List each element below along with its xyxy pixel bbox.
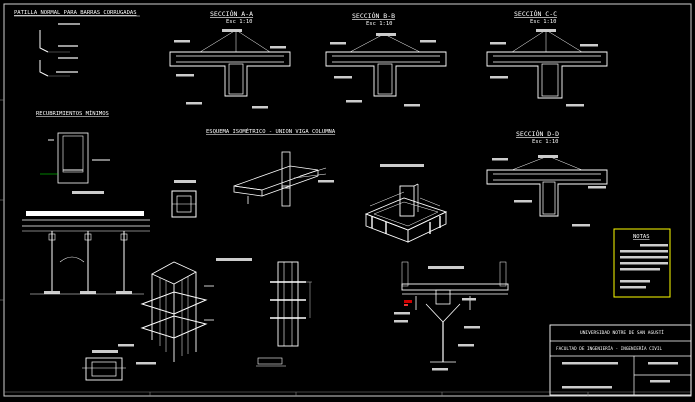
patilla-title: PATILLA NORMAL PARA BARRAS CORRUGADAS	[14, 10, 137, 16]
title-block-university: UNIVERSIDAD NOTRE DE SAN AGUSTÍ	[580, 328, 664, 336]
section-c-c-scale: Esc 1:10	[530, 19, 557, 25]
recubrimientos-title: RECUBRIMIENTOS MÍNIMOS	[36, 109, 109, 117]
section-a-a-title: SECCIÓN A-A	[210, 9, 253, 18]
title-block: UNIVERSIDAD NOTRE DE SAN AGUSTÍ FACULTAD…	[549, 324, 692, 396]
sheet-border	[3, 3, 692, 397]
section-c-c: SECCIÓN C-C Esc 1:10	[486, 9, 608, 107]
sheet-ticks	[0, 99, 589, 396]
column-formwork-plan	[171, 180, 197, 218]
isometric-title: ESQUEMA ISOMÉTRICO - UNION VIGA COLUMNA	[206, 127, 336, 135]
section-b-b-scale: Esc 1:10	[366, 21, 393, 27]
section-d-d-scale: Esc 1:10	[532, 139, 559, 145]
notes-box: NOTAS	[613, 228, 671, 298]
isometric-footing-formwork	[364, 164, 448, 243]
column-formwork-elevation	[216, 258, 312, 367]
title-block-faculty: FACULTAD DE INGENIERÍA - INGENIERÍA CIVI…	[556, 344, 662, 352]
patilla-detail: PATILLA NORMAL PARA BARRAS CORRUGADAS	[14, 10, 140, 77]
section-a-a-scale: Esc 1:10	[226, 19, 253, 25]
section-a-a: SECCIÓN A-A Esc 1:10	[169, 9, 291, 109]
column-plan-detail	[82, 344, 156, 381]
recubrimientos-detail: RECUBRIMIENTOS MÍNIMOS	[36, 109, 110, 184]
section-c-c-title: SECCIÓN C-C	[514, 9, 557, 18]
section-b-b: SECCIÓN B-B Esc 1:10	[325, 11, 447, 107]
section-d-d: SECCIÓN D-D Esc 1:10	[486, 129, 608, 227]
column-formwork-isometric	[140, 261, 214, 362]
section-b-b-title: SECCIÓN B-B	[352, 11, 395, 20]
section-d-d-title: SECCIÓN D-D	[516, 129, 559, 138]
formwork-elevation	[22, 191, 150, 295]
notes-title: NOTAS	[633, 234, 650, 240]
slab-shoring-detail	[394, 261, 509, 371]
isometric-beam-column: ESQUEMA ISOMÉTRICO - UNION VIGA COLUMNA	[206, 127, 336, 207]
